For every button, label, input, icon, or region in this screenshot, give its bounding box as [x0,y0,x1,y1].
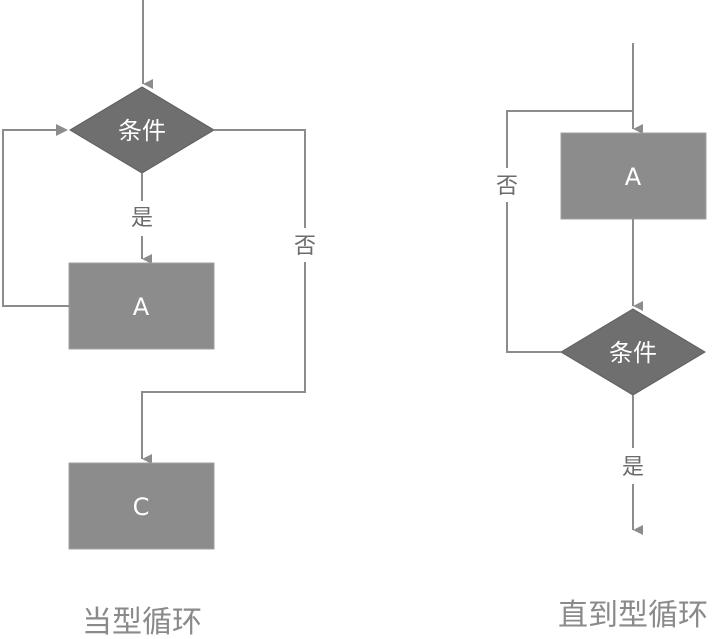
while-loop-back-arrow [2,129,69,307]
until-no-line-lower [506,202,561,353]
while-process-c [68,462,215,550]
until-yes-label: 是 [622,455,644,480]
until-no-line-upper [506,110,633,168]
while-no-line-top [214,129,306,228]
while-loop-diagram: 条件 是 A 否 C 当型循环 [2,0,316,639]
until-condition-label: 条件 [609,339,657,367]
until-condition-diamond [560,308,706,396]
while-process-a-label: A [133,293,150,321]
while-no-arrow [141,262,306,464]
while-no-label: 否 [294,234,316,259]
until-process-a-label: A [625,163,642,191]
until-loop-diagram: A 条件 否 是 直到型循环 [496,43,708,633]
until-process-a [560,132,707,220]
while-loop-caption: 当型循环 [82,605,202,639]
until-loop-caption: 直到型循环 [558,598,708,633]
while-process-c-label: C [133,493,150,521]
until-no-label: 否 [496,174,518,199]
while-process-a [68,262,215,350]
while-condition-label: 条件 [118,117,166,145]
while-loop-back-arrowhead [56,124,68,136]
while-yes-label: 是 [131,206,153,231]
